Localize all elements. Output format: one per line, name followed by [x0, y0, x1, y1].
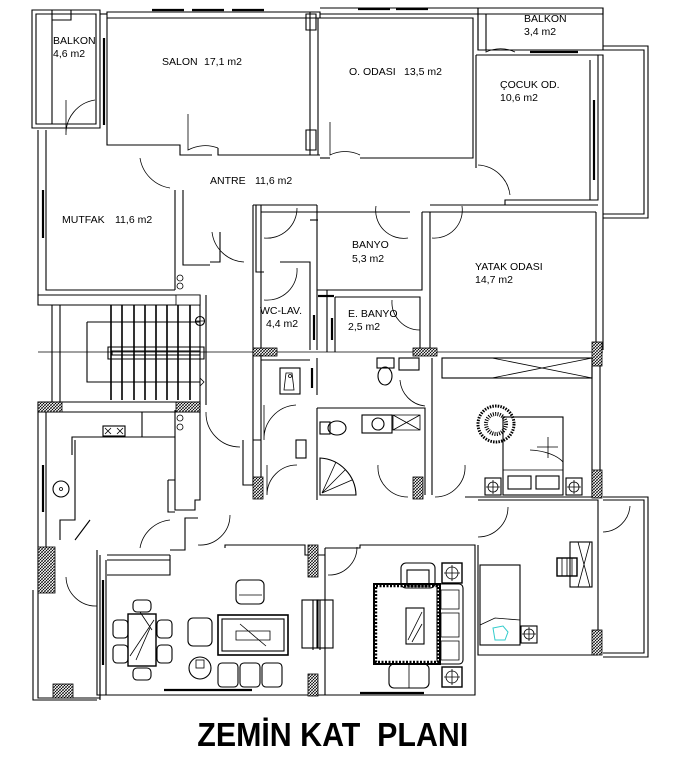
room-area-o-odasi: 13,5 m2 [404, 66, 442, 78]
room-labels: BALKON 4,6 m2 SALON 17,1 m2 O. ODASI 13,… [53, 13, 567, 333]
left-balcony-outline [31, 9, 101, 129]
room-name-o-odasi: O. ODASI [349, 66, 396, 78]
ebanyo-window [312, 315, 334, 340]
bed [502, 416, 564, 496]
living-set-left [187, 579, 289, 688]
plant [476, 404, 516, 444]
room-area-mutfak: 11,6 m2 [115, 214, 152, 226]
room-area-balkon-right: 3,4 m2 [524, 26, 556, 38]
doors-upper [65, 22, 516, 331]
room-name-balkon-right: BALKON [524, 13, 567, 25]
room-area-e-banyo: 2,5 m2 [348, 321, 380, 333]
plan-title: ZEMİN KAT PLANI [23, 716, 642, 754]
room-name-e-banyo: E. BANYO [348, 308, 398, 320]
room-name-wc-lav: WC-LAV. [260, 305, 302, 317]
room-area-balkon-left: 4,6 m2 [53, 48, 85, 60]
room-name-yatak-odasi: YATAK ODASI [475, 261, 543, 273]
staircase [86, 305, 206, 400]
lower-walls [32, 355, 649, 701]
inner-walls [37, 130, 603, 431]
room-name-salon: SALON [162, 56, 198, 68]
room-area-banyo: 5,3 m2 [352, 253, 384, 265]
dining-set [112, 599, 173, 681]
room-name-banyo: BANYO [352, 239, 389, 251]
room-area-salon: 17,1 m2 [204, 56, 242, 68]
room-area-cocuk-odasi: 10,6 m2 [500, 92, 538, 104]
nightstands [484, 477, 583, 496]
room-name-cocuk-odasi: ÇOCUK OD. [500, 79, 560, 91]
plan-title-text: ZEMİN KAT PLANI [197, 716, 469, 753]
room-area-wc-lav: 4,4 m2 [266, 318, 298, 330]
room-name-mutfak: MUTFAK [62, 214, 105, 226]
room-name-balkon-left: BALKON [53, 35, 96, 47]
room-name-antre: ANTRE [210, 175, 246, 187]
room-area-antre: 11,6 m2 [255, 175, 292, 187]
outer-walls [31, 7, 649, 350]
room-area-yatak-odasi: 14,7 m2 [475, 274, 513, 286]
living-set-right [373, 562, 464, 689]
